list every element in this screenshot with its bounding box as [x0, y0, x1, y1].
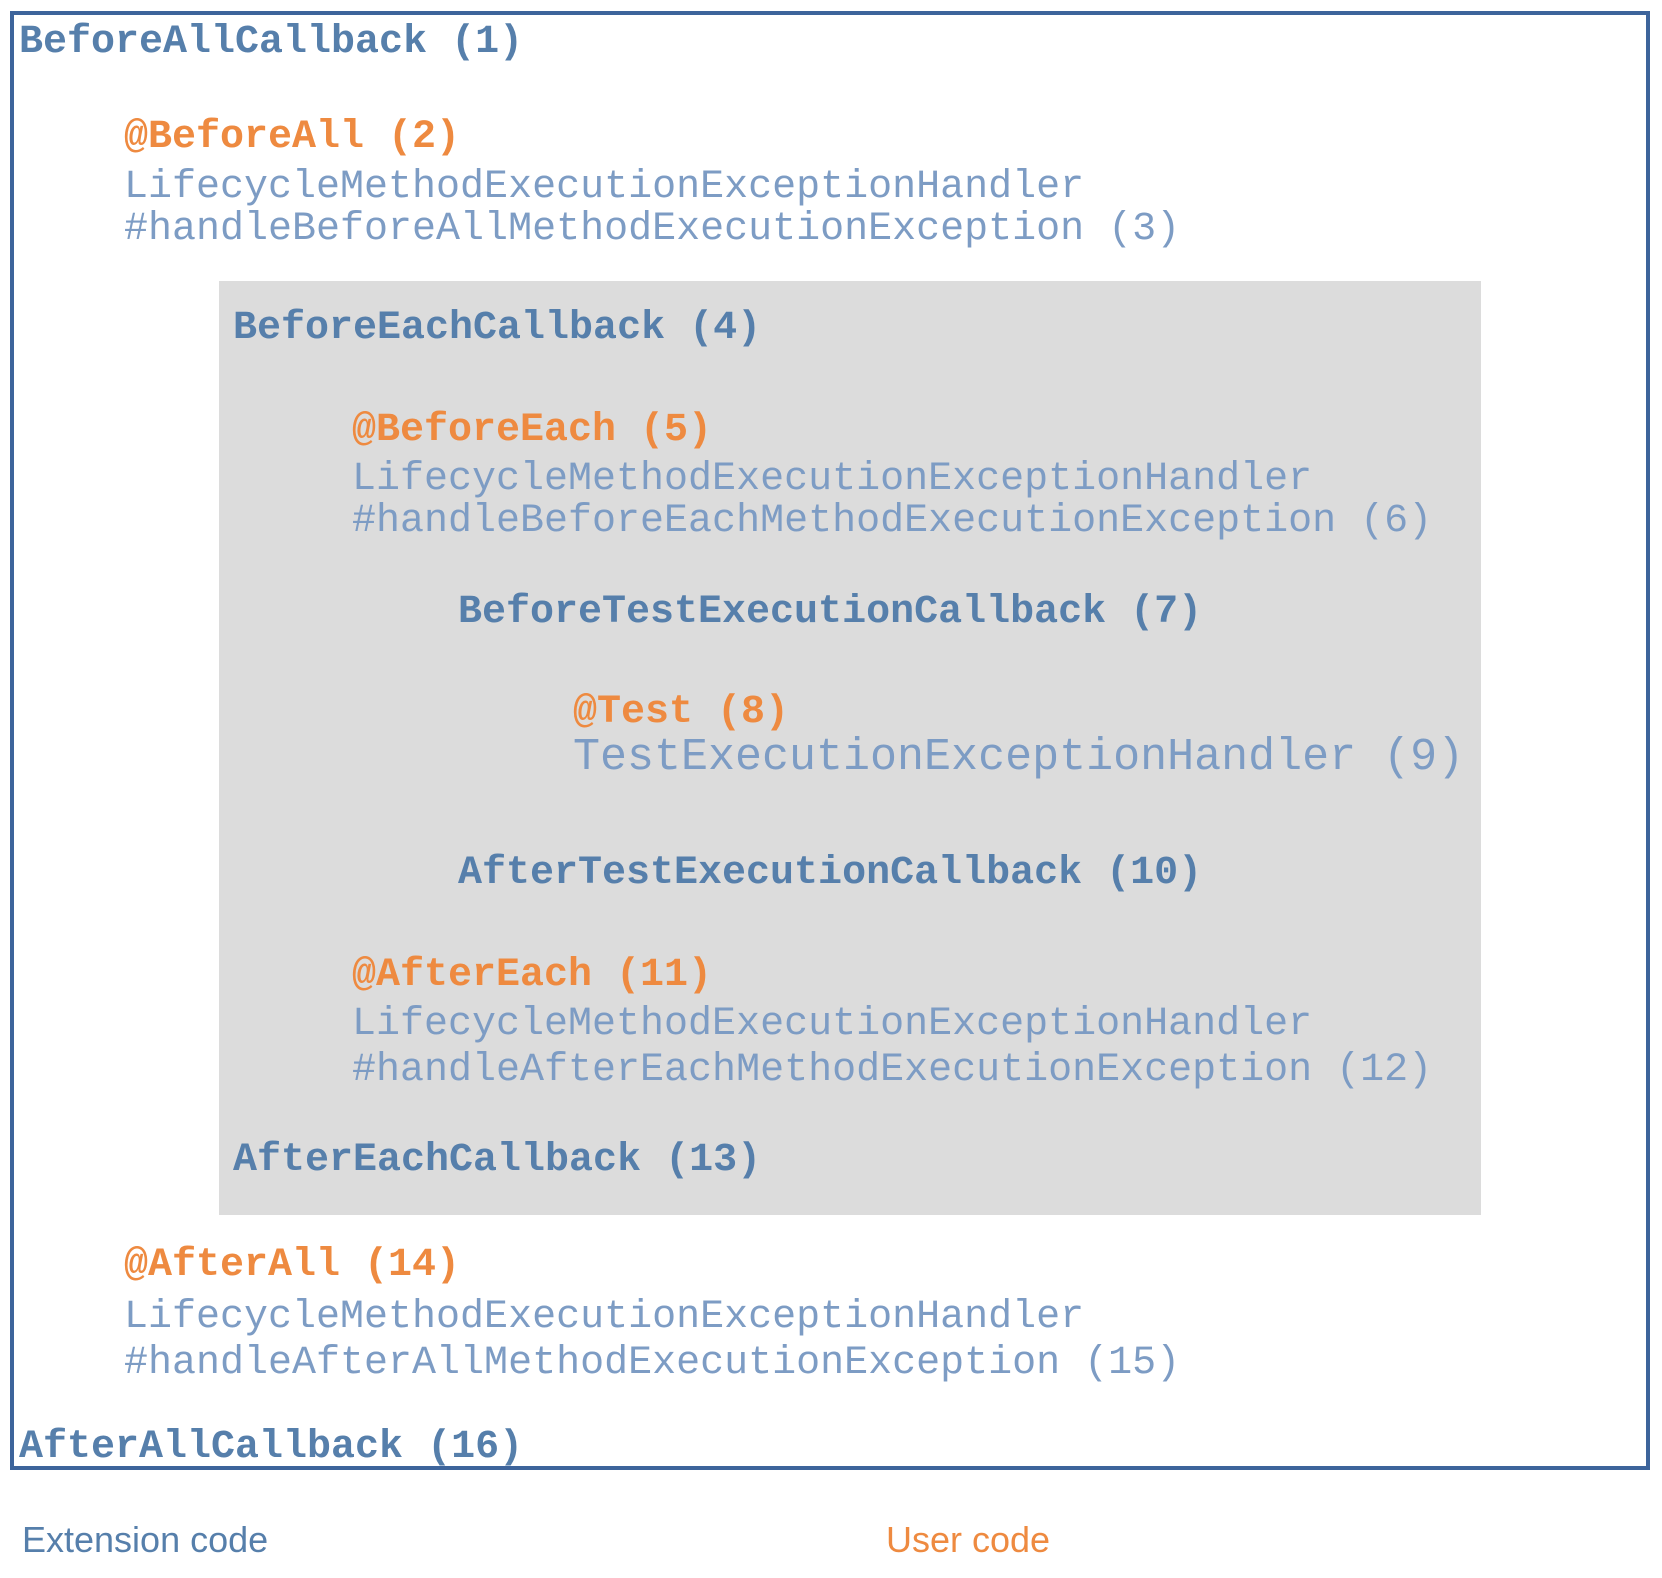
diagram-line-12: AfterTestExecutionCallback (10) [458, 851, 1203, 896]
per-test-scope-box [219, 281, 1481, 1215]
diagram-line-10: @Test (8) [573, 690, 790, 735]
diagram-line-9: BeforeTestExecutionCallback (7) [458, 590, 1203, 635]
diagram-line-1: BeforeAllCallback (1) [19, 20, 524, 65]
diagram-line-16: AfterEachCallback (13) [233, 1138, 762, 1183]
diagram-line-17: @AfterAll (14) [124, 1243, 461, 1288]
diagram-line-19: #handleAfterAllMethodExecutionException … [124, 1341, 1181, 1386]
diagram-line-6: @BeforeEach (5) [352, 408, 713, 453]
extension-scope-box [10, 11, 1650, 1470]
diagram-line-4: #handleBeforeAllMethodExecutionException… [124, 207, 1181, 252]
legend-user-code: User code [886, 1519, 1051, 1560]
diagram-line-15: #handleAfterEachMethodExecutionException… [352, 1048, 1433, 1093]
diagram-line-7: LifecycleMethodExecutionExceptionHandler [352, 457, 1313, 502]
diagram-line-8: #handleBeforeEachMethodExecutionExceptio… [352, 499, 1433, 544]
diagram-line-3: LifecycleMethodExecutionExceptionHandler [124, 165, 1085, 210]
diagram-line-14: LifecycleMethodExecutionExceptionHandler [352, 1002, 1313, 1047]
diagram-line-5: BeforeEachCallback (4) [233, 306, 762, 351]
diagram-line-18: LifecycleMethodExecutionExceptionHandler [124, 1295, 1085, 1340]
diagram-line-20: AfterAllCallback (16) [19, 1425, 524, 1470]
diagram-line-11: TestExecutionExceptionHandler (9) [573, 732, 1465, 783]
diagram-line-13: @AfterEach (11) [352, 953, 713, 998]
legend-extension-code: Extension code [22, 1519, 269, 1560]
diagram-line-2: @BeforeAll (2) [124, 115, 461, 160]
